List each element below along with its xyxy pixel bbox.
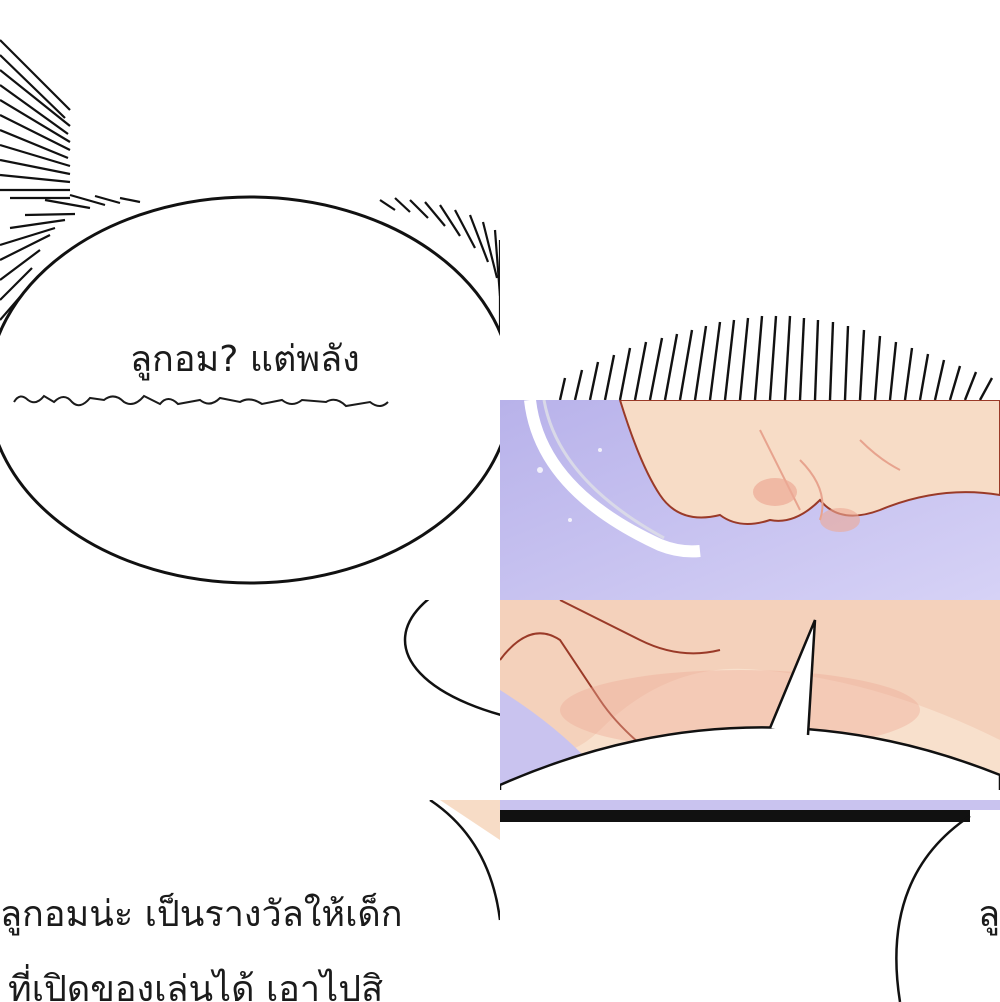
bubble-line-1: ลูกอมน่ะ เป็นรางวัลให้เด็ก: [0, 894, 403, 935]
panel-bottom-right: ลู: [500, 800, 1000, 1002]
bubble-line-2: ที่เปิดของเล่นได้ เอาไปสิ: [8, 969, 384, 1002]
speed-lines-burst: [0, 39, 500, 585]
hand-illustration: [500, 400, 1000, 600]
panel-bottom-left: ลูกอมน่ะ เป็นรางวัลให้เด็ก ที่เปิดของเล่…: [0, 800, 500, 1002]
bubble-fragment-mid: [400, 600, 500, 800]
panel-neck-closeup: [500, 600, 1000, 800]
panel-top-right: [500, 0, 1000, 400]
speed-lines-arc: [558, 315, 994, 400]
neck-illustration: [500, 600, 1000, 800]
bubble-fragment-text: ลู: [978, 894, 1000, 935]
panel-top-left: ลูกอม? แต่พลัง: [0, 0, 500, 600]
panel-hand-closeup: [500, 400, 1000, 600]
bubble-caption-top: ลูกอม? แต่พลัง: [130, 339, 360, 380]
